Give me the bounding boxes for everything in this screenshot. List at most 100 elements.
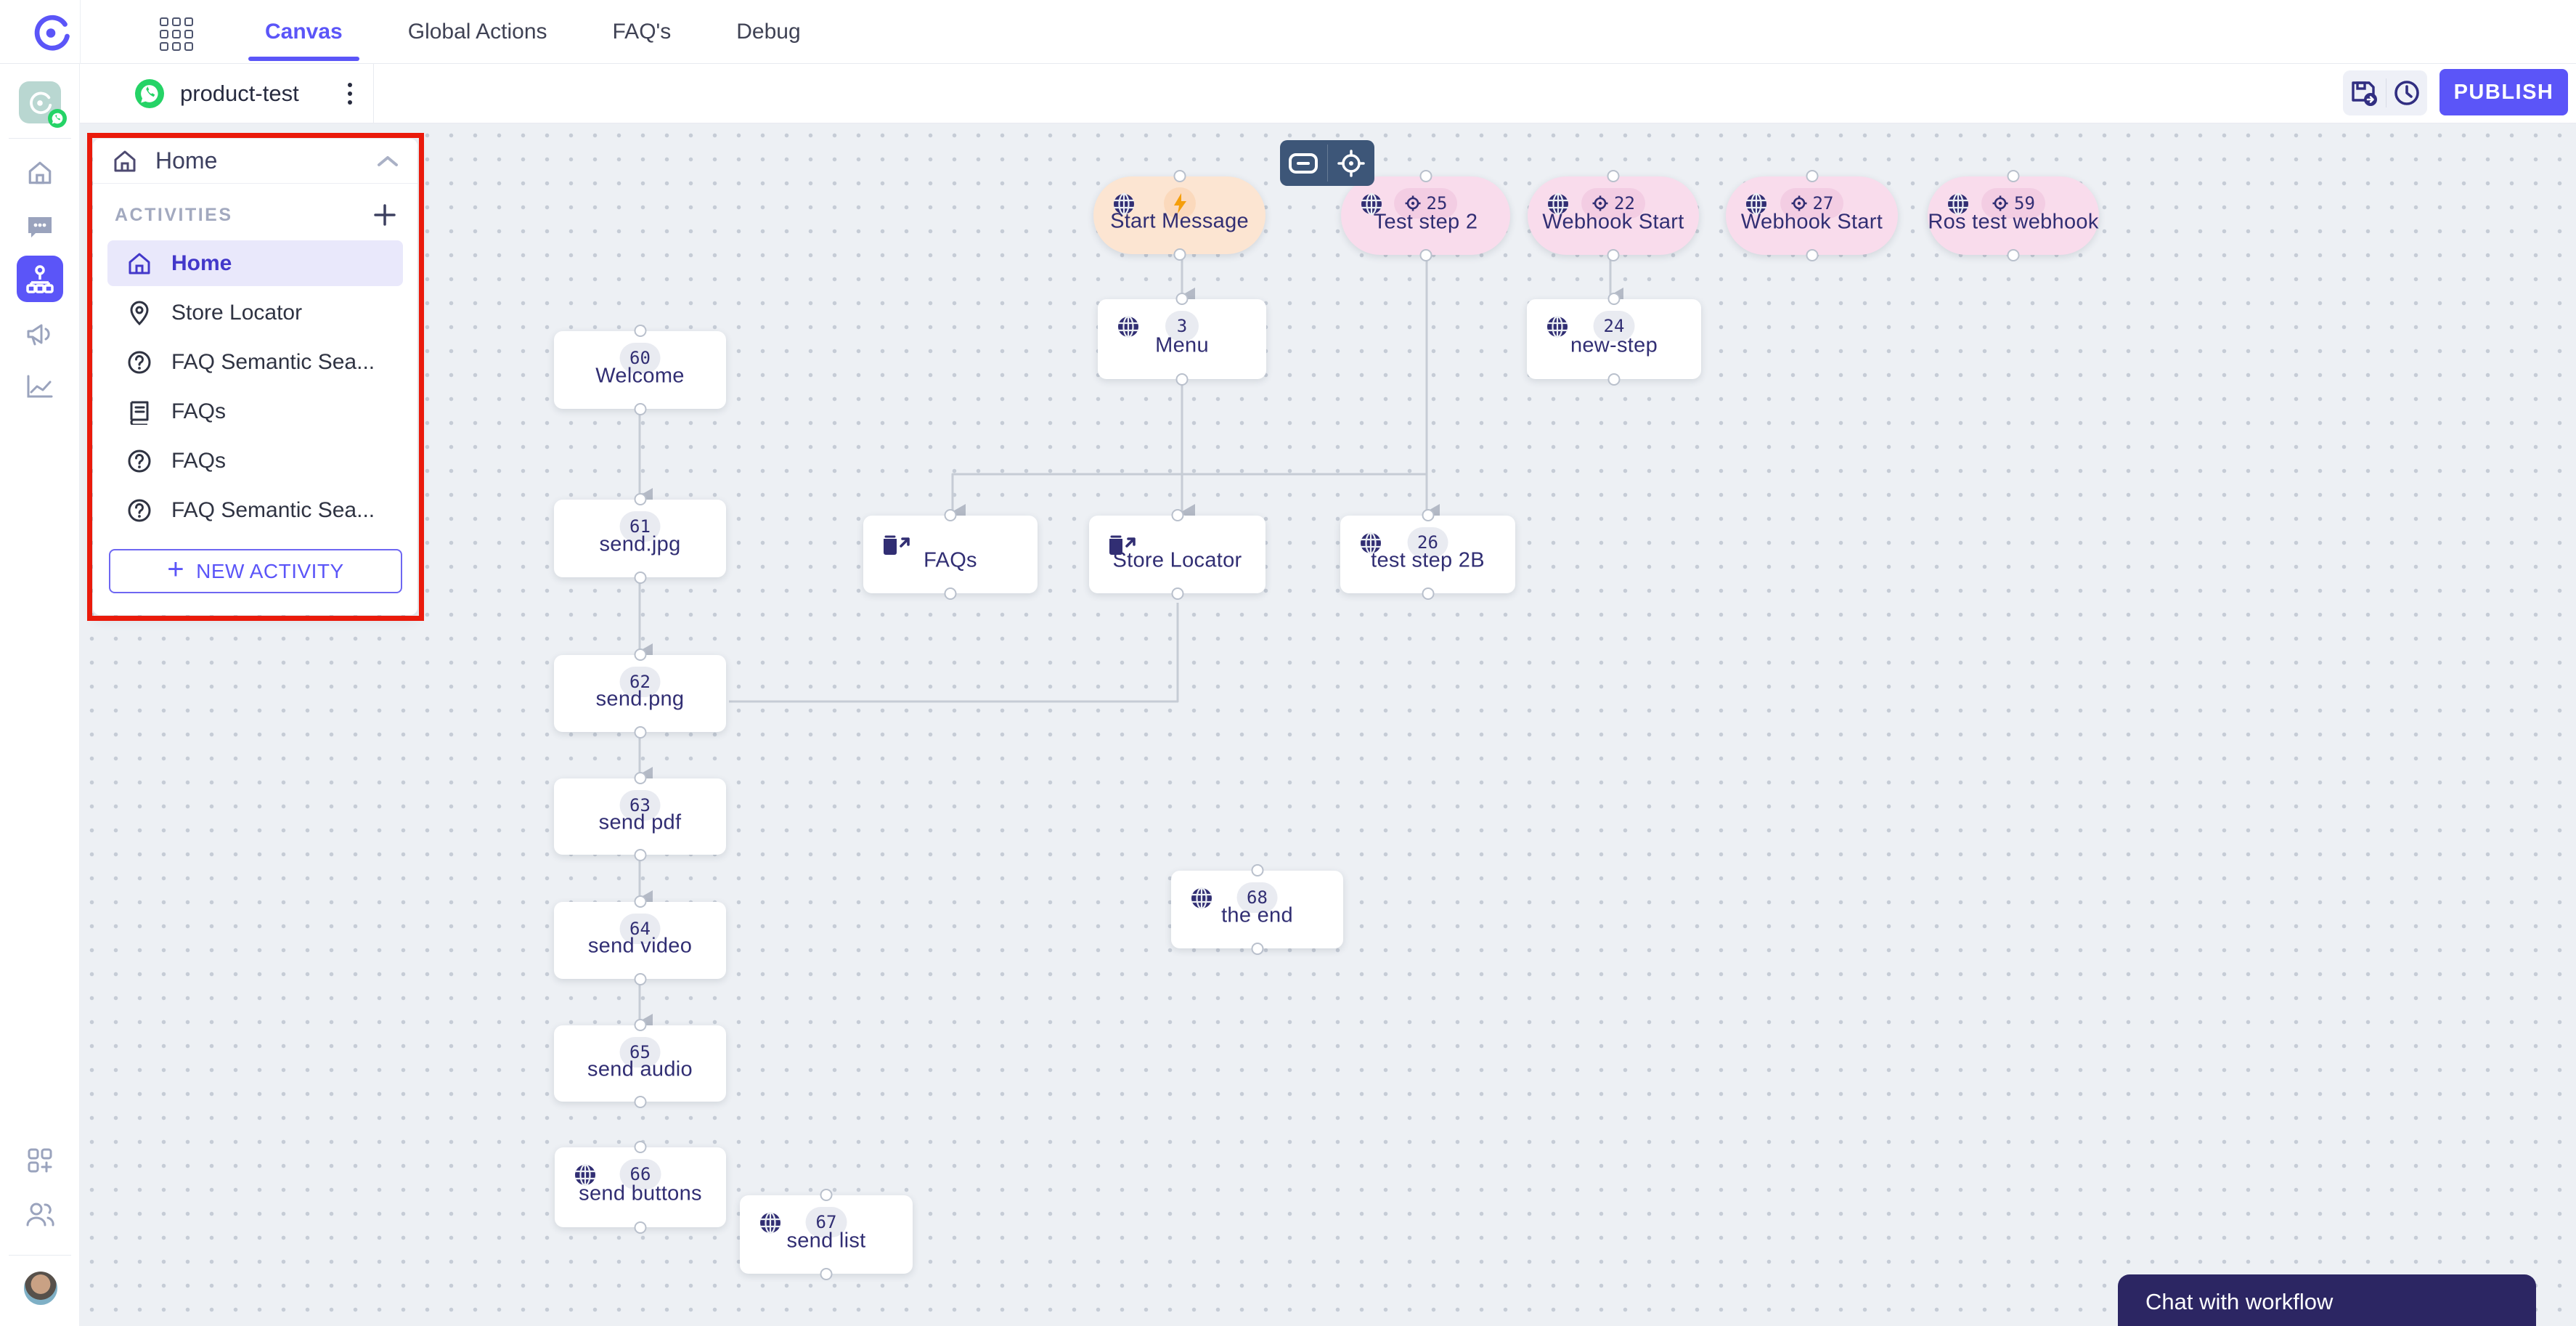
- connector-in[interactable]: [1607, 170, 1620, 182]
- connector-out[interactable]: [634, 403, 646, 415]
- chevron-up-icon[interactable]: [377, 155, 399, 168]
- rail-flows-active[interactable]: [17, 256, 63, 302]
- connector-out[interactable]: [634, 572, 646, 584]
- node-faqs[interactable]: FAQs: [863, 509, 1038, 600]
- connector-out[interactable]: [1607, 249, 1620, 261]
- new-activity-button[interactable]: + NEW ACTIVITY: [109, 549, 402, 593]
- user-avatar[interactable]: [24, 1272, 57, 1305]
- tab-global-actions[interactable]: Global Actions: [407, 20, 547, 44]
- name-field-button[interactable]: [1280, 140, 1327, 186]
- nav-tabs: Canvas Global Actions FAQ's Debug: [232, 0, 833, 64]
- activity-item-faq-semantic-sea-[interactable]: FAQ Semantic Sea...: [107, 339, 403, 385]
- connector-in[interactable]: [1171, 509, 1183, 521]
- activity-item-faqs[interactable]: FAQs: [107, 438, 403, 484]
- bot-menu-kebab-icon[interactable]: [335, 79, 364, 108]
- connector-in[interactable]: [634, 772, 646, 784]
- rail-integrations[interactable]: [17, 1137, 63, 1184]
- activities-panel-header[interactable]: Home: [93, 139, 417, 184]
- connector-in[interactable]: [2007, 170, 2020, 182]
- help-icon: [126, 448, 152, 474]
- connector-out[interactable]: [1173, 248, 1186, 261]
- connector-in[interactable]: [634, 895, 646, 908]
- connector-out[interactable]: [944, 587, 957, 600]
- save-version-icon[interactable]: [2349, 78, 2379, 107]
- connector-out[interactable]: [634, 726, 646, 739]
- connector-out[interactable]: [2007, 249, 2020, 261]
- nav-divider: [80, 0, 81, 64]
- connector-in[interactable]: [634, 1141, 647, 1153]
- whatsapp-icon: [135, 79, 164, 108]
- connector-in[interactable]: [1173, 170, 1186, 182]
- node-badge: 22: [1581, 188, 1645, 219]
- connector-in[interactable]: [820, 1189, 833, 1201]
- connector-in[interactable]: [1422, 509, 1434, 521]
- activity-item-faq-semantic-sea-[interactable]: FAQ Semantic Sea...: [107, 487, 403, 533]
- connector-out[interactable]: [634, 1096, 646, 1108]
- node-start-message[interactable]: Start Message: [1093, 170, 1265, 261]
- connector-in[interactable]: [634, 1019, 646, 1031]
- bot-logo-icon: [30, 91, 52, 114]
- connector-out[interactable]: [1171, 587, 1183, 600]
- connector-in[interactable]: [1175, 293, 1189, 305]
- node-label: send buttons: [579, 1181, 702, 1205]
- connector-out[interactable]: [1419, 249, 1432, 261]
- connector-out[interactable]: [1175, 373, 1189, 386]
- bot-avatar-whatsapp[interactable]: [19, 81, 67, 128]
- apps-grid-icon[interactable]: [160, 17, 193, 51]
- connector-in[interactable]: [944, 509, 957, 521]
- tab-debug[interactable]: Debug: [736, 20, 801, 44]
- connector-out[interactable]: [634, 973, 646, 985]
- connector-out[interactable]: [634, 1221, 647, 1234]
- toolbar-divider: [1326, 145, 1328, 182]
- node-store-locator[interactable]: Store Locator: [1089, 509, 1265, 600]
- add-activity-icon[interactable]: [372, 203, 397, 227]
- connector-out[interactable]: [1251, 943, 1263, 955]
- connector-in[interactable]: [1419, 170, 1432, 182]
- chat-with-workflow-button[interactable]: Chat with workflow: [2118, 1274, 2536, 1326]
- activity-item-home[interactable]: Home: [107, 240, 403, 286]
- connector-in[interactable]: [634, 493, 646, 505]
- rail-team[interactable]: [17, 1191, 63, 1237]
- connector-out[interactable]: [1607, 373, 1621, 386]
- version-history-icon[interactable]: [2392, 78, 2421, 107]
- connector-out[interactable]: [820, 1268, 833, 1280]
- tab-canvas[interactable]: Canvas: [232, 0, 375, 64]
- node-badge: 27: [1780, 188, 1844, 219]
- rail-campaigns[interactable]: [17, 311, 63, 357]
- connector-out[interactable]: [1422, 587, 1434, 600]
- panel-title: Home: [155, 147, 218, 174]
- connector-out[interactable]: [634, 849, 646, 861]
- rail-home[interactable]: [17, 150, 63, 196]
- center-view-button[interactable]: [1328, 140, 1375, 186]
- activity-item-faqs[interactable]: FAQs: [107, 389, 403, 434]
- connector-in[interactable]: [1806, 170, 1818, 182]
- connector-in[interactable]: [1607, 293, 1621, 305]
- activity-item-store-locator[interactable]: Store Locator: [107, 290, 403, 335]
- publish-button[interactable]: PUBLISH: [2440, 69, 2568, 115]
- rail-chats[interactable]: [17, 203, 63, 250]
- rail-analytics[interactable]: [17, 363, 63, 410]
- connector-in[interactable]: [634, 648, 646, 661]
- connector-in[interactable]: [634, 325, 646, 337]
- tab-faq-s[interactable]: FAQ's: [612, 20, 672, 44]
- connector-out[interactable]: [1806, 249, 1818, 261]
- connector-in[interactable]: [1251, 864, 1263, 876]
- landbot-logo-icon[interactable]: [28, 10, 74, 54]
